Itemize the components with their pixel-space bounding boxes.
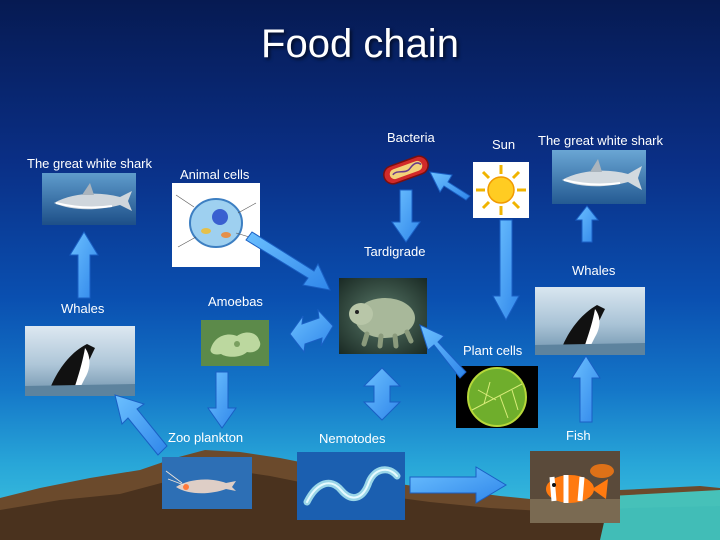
- arrow-sun-to-plantcells: [492, 219, 520, 322]
- bacteria-image: [380, 153, 432, 187]
- amoebas-image: [201, 320, 269, 366]
- arrow-fish-to-whales-right: [571, 355, 601, 423]
- label-tardigrade: Tardigrade: [364, 244, 426, 259]
- arrow-whales-to-shark-left: [69, 231, 99, 299]
- sun-image: [473, 162, 529, 218]
- label-sun: Sun: [492, 137, 516, 152]
- animal-cells-image: [172, 183, 260, 267]
- nemotodes-image: [297, 452, 405, 520]
- label-animal-cells: Animal cells: [180, 167, 250, 182]
- arrow-bacteria-to-tardigrade: [391, 189, 421, 243]
- arrow-sun-to-bacteria: [429, 171, 471, 201]
- page-title: Food chain: [261, 22, 459, 66]
- label-amoebas: Amoebas: [208, 294, 263, 309]
- label-zoo-plankton: Zoo plankton: [168, 430, 244, 445]
- label-shark-right: The great white shark: [538, 133, 664, 148]
- arrow-amoeba-to-plankton: [207, 371, 237, 429]
- whales-left-image: [25, 326, 135, 396]
- arrow-animalcells-to-tardigrade: [245, 231, 331, 291]
- label-nemotodes: Nemotodes: [319, 431, 386, 446]
- whales-right-image: [535, 287, 645, 355]
- label-bacteria: Bacteria: [387, 130, 435, 145]
- label-whales-right: Whales: [572, 263, 616, 278]
- label-fish: Fish: [566, 428, 591, 443]
- arrow-nemotodes-to-fish: [409, 466, 507, 504]
- zoo-plankton-image: [162, 457, 252, 509]
- shark-left-image: [42, 173, 136, 225]
- plant-cells-image: [456, 366, 538, 428]
- arrow-plankton-to-whales-left: [114, 394, 168, 456]
- label-whales-left: Whales: [61, 301, 105, 316]
- label-plant-cells: Plant cells: [463, 343, 523, 358]
- arrow-whales-to-shark-right: [574, 205, 600, 243]
- arrow-tardigrade-nemotodes: [362, 367, 402, 421]
- label-shark-left: The great white shark: [27, 156, 153, 171]
- arrow-amoeba-tardigrade: [289, 308, 334, 354]
- arrow-plantcells-to-tardigrade: [419, 324, 467, 379]
- fish-image: [530, 451, 620, 523]
- tardigrade-image: [339, 278, 427, 354]
- shark-right-image: [552, 150, 646, 204]
